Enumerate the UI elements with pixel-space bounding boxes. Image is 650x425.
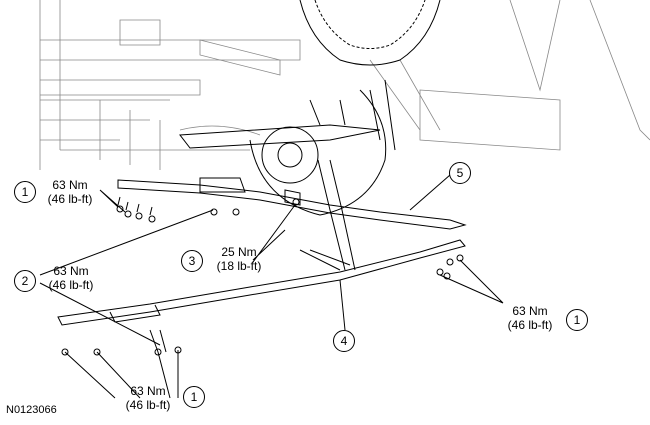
crossmember-4 [57,239,466,326]
callout-2: 2 [14,270,36,292]
torque-label-callout-1-right: 63 Nm (46 lb-ft) [500,304,560,332]
torque-label-callout-2: 63 Nm (46 lb-ft) [43,264,99,292]
callout-1-top-left: 1 [14,181,36,203]
figure-reference-id: N0123066 [6,404,57,416]
torque-nm: 63 Nm [130,384,166,398]
torque-label-callout-3: 25 Nm (18 lb-ft) [209,245,269,273]
torque-nm: 63 Nm [52,178,88,192]
underbody-background [39,0,650,170]
callout-4: 4 [333,330,355,352]
torque-lbft: (46 lb-ft) [125,398,171,412]
leader-lines [39,174,504,399]
torque-lbft: (18 lb-ft) [216,259,262,273]
torque-lbft: (46 lb-ft) [48,278,94,292]
torque-nm: 25 Nm [221,245,257,259]
callout-5: 5 [449,162,471,184]
crossmember-5 [117,177,467,230]
torque-lbft: (46 lb-ft) [47,192,93,206]
callout-1-right: 1 [566,309,588,331]
torque-label-callout-1-top-left: 63 Nm (46 lb-ft) [42,178,98,206]
torque-lbft: (46 lb-ft) [507,318,553,332]
lower-control-arm [179,79,396,151]
callout-1-bottom: 1 [183,386,205,408]
callout-3: 3 [181,250,203,272]
torque-nm: 63 Nm [512,304,548,318]
tire-wheel-assembly [249,0,441,216]
bolts [61,196,464,356]
torque-label-callout-1-bottom: 63 Nm (46 lb-ft) [118,384,178,412]
brace-bars [149,159,356,353]
torque-nm: 63 Nm [53,264,89,278]
